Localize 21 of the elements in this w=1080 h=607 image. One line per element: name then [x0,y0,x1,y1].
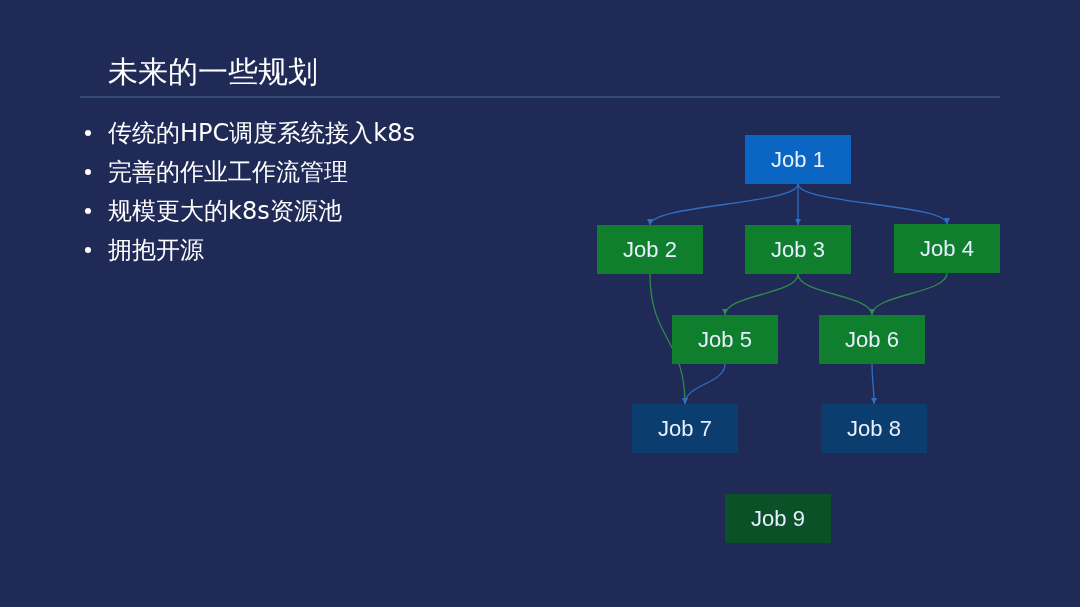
arrow [797,183,948,225]
slide-title: 未来的一些规划 [108,53,318,91]
bullet-text: 规模更大的k8s资源池 [108,196,342,227]
bullet-text: 传统的HPC调度系统接入k8s [108,118,415,149]
job-box: Job 8 [821,404,927,453]
job-box: Job 9 [725,494,831,543]
job-box: Job 3 [745,225,851,274]
job-box: Job 4 [894,224,1000,273]
bullet-text: 拥抱开源 [108,235,204,266]
arrow [723,273,799,316]
bullet-text: 完善的作业工作流管理 [108,157,348,188]
job-box: Job 6 [819,315,925,364]
arrow [682,363,726,405]
arrow [870,272,948,316]
job-box: Job 1 [745,135,851,184]
job-box: Job 7 [632,404,738,453]
arrow [649,183,799,226]
arrow [794,183,802,226]
arrow [870,363,878,405]
job-box: Job 5 [672,315,778,364]
job-box: Job 2 [597,225,703,274]
